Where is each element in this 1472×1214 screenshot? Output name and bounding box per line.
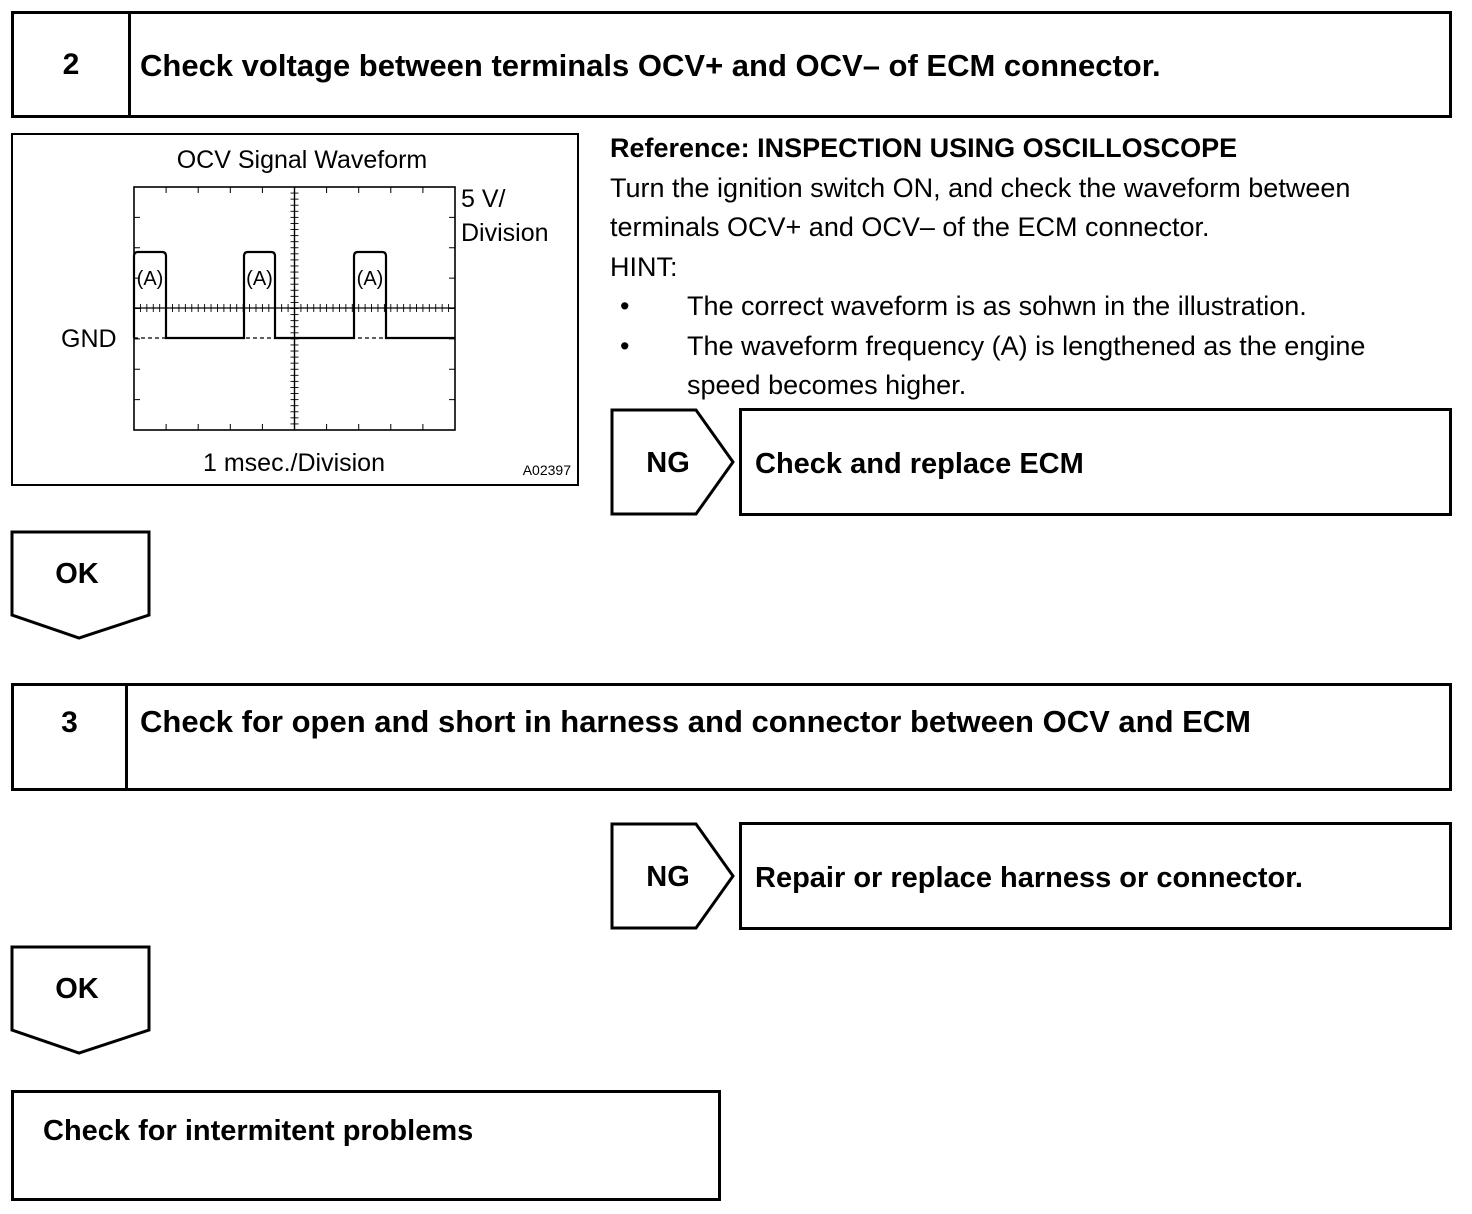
hint-bullet-1: • The correct waveform is as sohwn in th… xyxy=(610,287,1470,327)
bullet-dot: • xyxy=(620,291,630,321)
x-scale-label: 1 msec./Division xyxy=(203,449,385,477)
ok1-arrow: OK xyxy=(10,530,151,640)
gnd-label: GND xyxy=(61,325,117,353)
hint-bullet-2-text-1: The waveform frequency (A) is lengthened… xyxy=(687,330,1366,361)
waveform-title: OCV Signal Waveform xyxy=(177,146,428,174)
reference-line-1: Turn the ignition switch ON, and check t… xyxy=(610,172,1351,203)
ng1-action-box: Check and replace ECM xyxy=(739,408,1452,516)
ng2-arrow: NG xyxy=(610,822,735,930)
pulse-label-a: (A) xyxy=(246,268,273,290)
pulse-label-a: (A) xyxy=(137,268,164,290)
reference-line-2: terminals OCV+ and OCV– of the ECM conne… xyxy=(610,212,1210,242)
step2-title: Check voltage between terminals OCV+ and… xyxy=(140,48,1161,83)
ng1-label: NG xyxy=(646,447,690,479)
step3-title: Check for open and short in harness and … xyxy=(140,704,1252,739)
ok2-arrow: OK xyxy=(10,945,151,1055)
hint-bullet-2-text-2: speed becomes higher. xyxy=(687,370,967,400)
step3-header: 3 Check for open and short in harness an… xyxy=(11,683,1452,791)
final-result-text: Check for intermitent problems xyxy=(43,1115,474,1147)
ok2-label: OK xyxy=(55,973,99,1005)
waveform-svg: OCV Signal Waveform 5 V/ Division GND 1 … xyxy=(61,146,571,478)
y-scale-label-1: 5 V/ xyxy=(461,185,506,213)
hint-label: HINT: xyxy=(610,251,678,282)
figure-code: A02397 xyxy=(523,462,571,478)
ng2-action: Repair or replace harness or connector. xyxy=(755,862,1303,894)
hint-bullet-1-text: The correct waveform is as sohwn in the … xyxy=(687,291,1307,321)
hint-bullet-2: • The waveform frequency (A) is lengthen… xyxy=(610,327,1470,406)
ng1-action: Check and replace ECM xyxy=(755,448,1084,480)
step2-header: 2 Check voltage between terminals OCV+ a… xyxy=(11,11,1452,118)
scope-grid: (A) (A) (A) xyxy=(132,186,456,431)
step2-number: 2 xyxy=(14,14,131,115)
reference-heading: Reference: INSPECTION USING OSCILLOSCOPE xyxy=(610,133,1238,163)
y-scale-label-2: Division xyxy=(461,219,549,247)
ok1-label: OK xyxy=(55,558,99,590)
pulse-label-a: (A) xyxy=(357,268,384,290)
reference-block: Reference: INSPECTION USING OSCILLOSCOPE… xyxy=(610,129,1470,406)
step3-number: 3 xyxy=(14,686,128,788)
waveform-figure: OCV Signal Waveform 5 V/ Division GND 1 … xyxy=(11,133,579,486)
ocv-waveform-trace xyxy=(132,250,455,340)
bullet-dot: • xyxy=(620,330,630,361)
ng2-label: NG xyxy=(646,861,690,893)
ng1-arrow: NG xyxy=(610,408,735,516)
ng2-action-box: Repair or replace harness or connector. xyxy=(739,822,1452,930)
final-result-box: Check for intermitent problems xyxy=(11,1090,721,1201)
